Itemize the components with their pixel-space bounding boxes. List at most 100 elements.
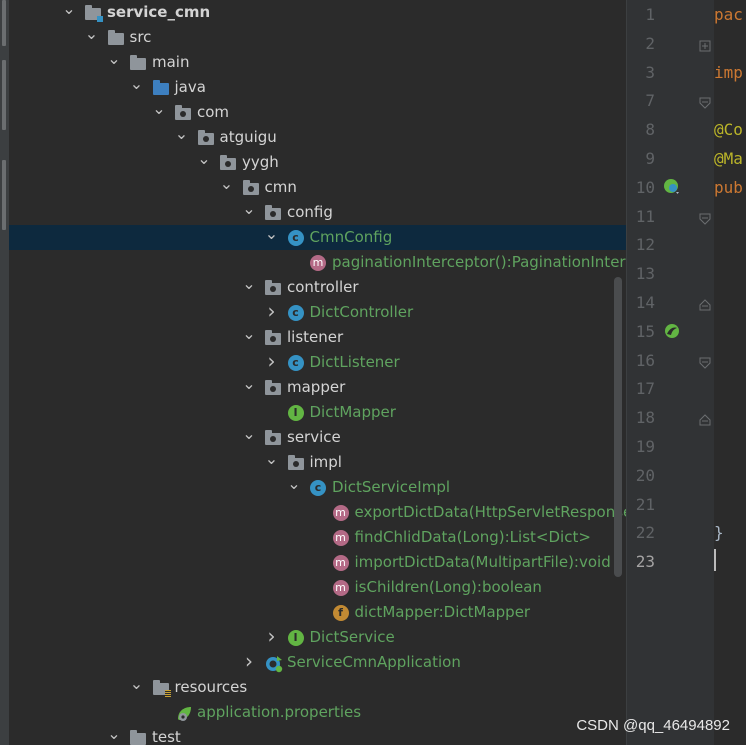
line-number: 23	[635, 552, 655, 572]
tree-node-impl[interactable]: ⌄ impl	[9, 450, 626, 475]
tree-node-label: dictMapper:DictMapper	[354, 603, 531, 621]
project-tree-panel: ⌄service_cmn⌄src⌄main⌄java⌄com⌄atguigu⌄y…	[9, 0, 626, 745]
tree-node-resources[interactable]: ⌄ resources	[9, 675, 626, 700]
chevron-down-icon[interactable]: ⌄	[129, 74, 144, 93]
tree-node-mapper[interactable]: ⌄ mapper	[9, 375, 626, 400]
chevron-down-icon[interactable]: ⌄	[84, 24, 99, 43]
chevron-right-icon[interactable]: ›	[245, 649, 253, 673]
chevron-right-icon[interactable]: ›	[267, 349, 276, 373]
tree-node-label: resources	[174, 678, 248, 696]
chevron-down-icon[interactable]: ⌄	[264, 224, 279, 243]
package-icon	[197, 130, 214, 145]
tree-node-service-cmn[interactable]: ⌄ service_cmn	[9, 0, 626, 25]
tree-node-label: atguigu	[219, 128, 277, 146]
chevron-down-icon[interactable]: ⌄	[242, 424, 256, 443]
tree-node-listener[interactable]: ⌄ listener	[9, 325, 626, 350]
chevron-down-icon[interactable]: ⌄	[174, 124, 189, 143]
tree-node-label: controller	[287, 278, 359, 296]
fold-marker-icon[interactable]	[699, 296, 711, 311]
tree-node-label: service	[287, 428, 341, 446]
tree-node-label: src	[129, 28, 152, 46]
fold-marker-icon[interactable]	[699, 354, 711, 369]
folder-icon	[130, 55, 146, 70]
tree-node-test[interactable]: ⌄test	[9, 725, 626, 745]
tree-node-config[interactable]: ⌄ config	[9, 200, 626, 225]
line-number: 21	[635, 494, 655, 514]
tree-scrollbar[interactable]	[614, 277, 622, 577]
chevron-right-icon[interactable]: ›	[267, 299, 276, 323]
line-number: 20	[635, 465, 655, 485]
spring-bean-method-icon[interactable]	[663, 322, 681, 340]
tree-node-java[interactable]: ⌄java	[9, 75, 626, 100]
tree-node-label: isChildren(Long):boolean	[354, 578, 542, 596]
tree-node-main[interactable]: ⌄main	[9, 50, 626, 75]
spring-bean-icon[interactable]	[663, 178, 681, 196]
source-root-folder-icon	[152, 80, 169, 95]
chevron-down-icon[interactable]: ⌄	[129, 674, 144, 693]
chevron-down-icon[interactable]: ⌄	[264, 449, 279, 468]
tree-node-label: importDictData(MultipartFile):void	[354, 553, 611, 571]
folder-icon	[107, 30, 124, 45]
tree-node-src[interactable]: ⌄ src	[9, 25, 626, 50]
chevron-down-icon[interactable]: ⌄	[197, 149, 211, 168]
tree-node-label: listener	[287, 328, 344, 346]
package-icon	[265, 205, 281, 220]
chevron-down-icon[interactable]: ⌄	[152, 99, 166, 118]
chevron-down-icon[interactable]: ⌄	[219, 174, 234, 193]
tree-node-com[interactable]: ⌄com	[9, 100, 626, 125]
line-number: 18	[635, 408, 655, 428]
chevron-down-icon[interactable]: ⌄	[242, 274, 256, 293]
chevron-down-icon[interactable]: ⌄	[107, 724, 121, 743]
package-icon	[265, 280, 281, 295]
line-number: 13	[635, 264, 655, 284]
fold-marker-icon[interactable]	[699, 94, 711, 110]
tree-node-label: config	[287, 203, 333, 221]
tree-node-service[interactable]: ⌄ service	[9, 425, 626, 450]
fold-expand-icon[interactable]	[699, 37, 711, 52]
line-number: 11	[635, 206, 655, 226]
tree-node-yygh[interactable]: ⌄ yygh	[9, 150, 626, 175]
class-icon: c	[287, 230, 304, 246]
tree-node-exportdictdata-httpservletresponse-void[interactable]: mexportDictData(HttpServletResponse):voi…	[9, 500, 626, 525]
tree-node-label: yygh	[242, 153, 279, 171]
tree-node-atguigu[interactable]: ⌄ atguigu	[9, 125, 626, 150]
package-icon	[175, 105, 191, 120]
chevron-down-icon[interactable]: ⌄	[242, 374, 256, 393]
tree-node-label: service_cmn	[107, 3, 211, 21]
chevron-down-icon[interactable]: ⌄	[107, 49, 121, 68]
chevron-down-icon[interactable]: ⌄	[287, 474, 301, 493]
interface-icon: I	[287, 405, 304, 421]
tree-node-label: mapper	[287, 378, 346, 396]
tree-node-cmn[interactable]: ⌄ cmn	[9, 175, 626, 200]
chevron-right-icon[interactable]: ›	[267, 624, 276, 648]
tree-node-controller[interactable]: ⌄ controller	[9, 275, 626, 300]
tree-node-label: DictService	[309, 628, 395, 646]
tree-node-application-properties[interactable]: application.properties	[9, 700, 626, 725]
package-icon	[220, 155, 236, 170]
fold-marker-icon[interactable]	[699, 411, 711, 426]
tree-node-label: cmn	[264, 178, 297, 196]
tree-node-label: impl	[309, 453, 342, 471]
chevron-down-icon[interactable]: ⌄	[242, 199, 256, 218]
class-icon: c	[287, 355, 304, 371]
tree-node-label: paginationInterceptor():PaginationInterc…	[332, 253, 626, 271]
chevron-down-icon[interactable]: ⌄	[62, 0, 76, 18]
tree-node-servicecmnapplication[interactable]: ›ServiceCmnApplication	[9, 650, 626, 675]
fold-marker-icon[interactable]	[699, 210, 711, 225]
line-number: 15	[635, 321, 655, 341]
line-number: 22	[635, 523, 655, 543]
chevron-down-icon[interactable]: ⌄	[242, 324, 256, 343]
